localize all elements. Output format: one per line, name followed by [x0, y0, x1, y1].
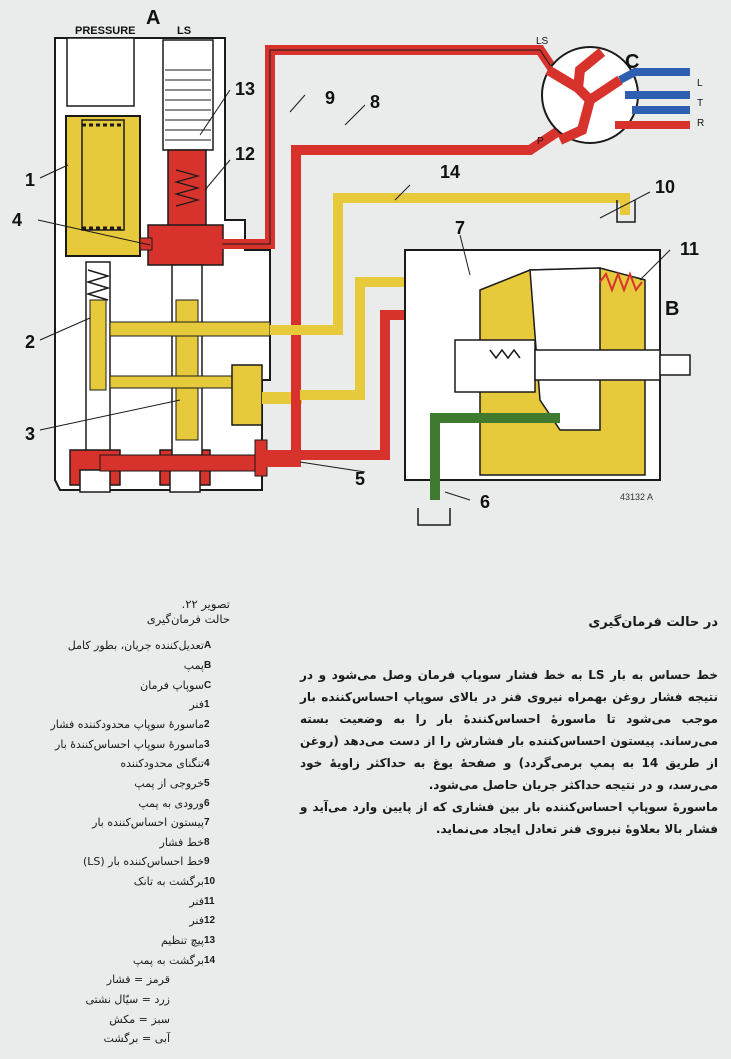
legend-key: 3 [204, 738, 210, 750]
legend-text: پیستون احساس‌کننده بار [92, 816, 204, 830]
legend-key: 7 [204, 817, 210, 829]
callout-4: 4 [12, 210, 22, 230]
callout-14: 14 [440, 162, 460, 182]
legend-key: 4 [204, 758, 210, 770]
pressure-cap [66, 37, 135, 107]
callout-1: 1 [25, 170, 35, 190]
legend-key: 12 [204, 915, 216, 927]
legend-text: فنر [189, 914, 204, 928]
callout-10: 10 [655, 177, 675, 197]
article-paragraph-1: خط حساس به بار LS به خط فشار سوپاپ فرمان… [300, 668, 718, 792]
callout-8: 8 [370, 92, 380, 112]
legend-text: تعدیل‌کننده جریان، بطور کامل [67, 639, 204, 653]
figure-subtitle: حالت فرمان‌گیری [146, 612, 230, 627]
suction-line-6 [430, 413, 560, 500]
callout-2: 2 [25, 332, 35, 352]
port-ls: LS [536, 36, 549, 47]
callout-12: 12 [235, 144, 255, 164]
legend-text: پمپ [183, 659, 204, 673]
legend-key: 6 [204, 797, 210, 809]
legend-key: 14 [204, 954, 216, 966]
port-p: P [537, 136, 544, 147]
callout-5: 5 [355, 469, 365, 489]
callout-3: 3 [25, 424, 35, 444]
adjusting-screw [162, 39, 214, 151]
return-line-14 [270, 193, 630, 335]
legend-text: برگشت به پمپ [132, 953, 204, 967]
callout-7: 7 [455, 218, 465, 238]
legend-key: 9 [204, 856, 210, 868]
legend-text: ماسورهٔ سوپاپ محدودکننده فشار [50, 718, 204, 731]
legend-key: C [204, 679, 212, 691]
section-c-label: C [625, 51, 639, 73]
legend-key: A [204, 640, 212, 652]
legend-text: خط احساس‌کننده بار (LS) [82, 855, 204, 869]
ls-top-label: LS [177, 25, 191, 37]
legend-key: 13 [204, 935, 216, 947]
color-key-item: قرمز = فشار [106, 973, 170, 987]
callout-9: 9 [325, 88, 335, 108]
legend-text: ماسورهٔ سوپاپ احساس‌کنندهٔ بار [55, 737, 204, 751]
article-paragraph-2: ماسورهٔ سوپاپ احساس‌کننده بار بین فشاری … [300, 800, 718, 836]
legend-text: پیچ تنظیم [160, 934, 204, 948]
figure-code: 43132 A [620, 492, 653, 502]
callout-6: 6 [480, 492, 490, 512]
legend-key: 1 [204, 699, 210, 711]
callout-11: 11 [680, 239, 699, 259]
tank-return-10 [616, 200, 636, 223]
legend-key: 5 [204, 777, 210, 789]
color-key-list: قرمز = فشار زرد = سیّال نشتی سبز = مکش آبی … [20, 974, 230, 1046]
legend-text: سوپاپ فرمان [140, 678, 204, 692]
legend-key: 8 [204, 836, 210, 848]
legend-text: تنگنای محدودکننده [120, 757, 204, 771]
color-key-item: آبی = برگشت [103, 1032, 170, 1046]
port-t: T [697, 98, 703, 109]
hydraulic-diagram: PRESSURE LS A B C 1 2 3 4 5 6 7 8 9 10 1… [12, 7, 704, 526]
legend-key: 10 [204, 876, 216, 888]
legend-text: فنر [189, 698, 204, 712]
legend-text: خط فشار [159, 835, 204, 849]
color-key-item: زرد = سیّال نشتی [85, 992, 170, 1006]
port-r: R [697, 118, 704, 129]
pressure-label: PRESSURE [75, 25, 136, 37]
legend-text: برگشت به تانک [133, 875, 204, 889]
legend-text: ورودی به پمپ [138, 796, 204, 810]
port-l: L [697, 78, 703, 89]
pump-spring-11 [599, 271, 643, 293]
section-b-label: B [665, 298, 679, 320]
legend-key: 2 [204, 719, 210, 730]
pressure-line-8 [265, 125, 563, 467]
article: در حالت فرمان‌گیری خط حساس به بار LS به … [300, 615, 718, 840]
legend-text: فنر [189, 894, 204, 908]
legend-key: 11 [204, 895, 215, 907]
figure-number: تصویر ۲۲. [181, 597, 230, 611]
legend-text: خروجی از پمپ [134, 776, 204, 790]
callout-13: 13 [235, 79, 255, 99]
section-a-label: A [146, 7, 160, 29]
legend-key: B [204, 660, 212, 672]
color-key-item: سبز = مکش [109, 1012, 170, 1026]
article-heading: در حالت فرمان‌گیری [588, 615, 718, 630]
